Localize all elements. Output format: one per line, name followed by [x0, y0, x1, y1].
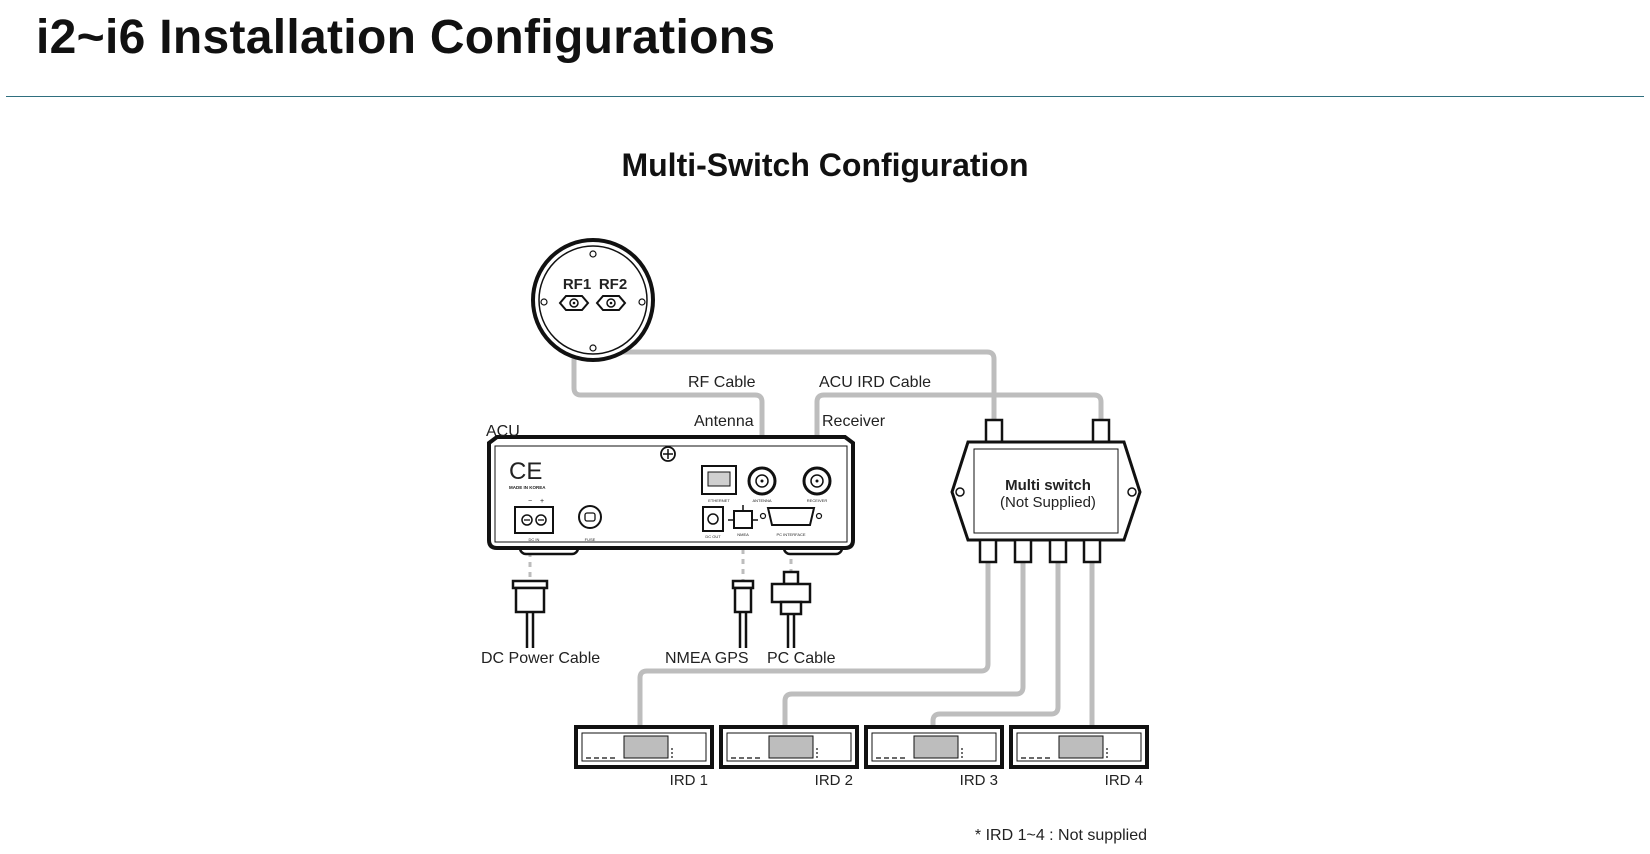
dc-out-port: DC OUT [702, 506, 724, 539]
acu-ird-cable [814, 392, 1104, 462]
ird-unit-4 [1009, 725, 1149, 769]
svg-text:+: + [540, 498, 544, 505]
rf1-label: RF1 [563, 276, 591, 293]
nmea-port: NMEA [728, 505, 758, 537]
antenna-base: RF1 RF2 [531, 238, 655, 362]
dc-power-plug [511, 579, 549, 648]
made-in-label: MADE IN KOREA [509, 485, 546, 490]
rf-cable-label: RF Cable [688, 374, 756, 391]
rf2-label: RF2 [599, 276, 627, 293]
fuse: FUSE [578, 505, 602, 542]
ird-unit-3 [864, 725, 1004, 769]
acu-unit: CE MADE IN KOREA − + DC IN FUSE ETHERNET [487, 435, 855, 556]
diagram-title: Multi-Switch Configuration [621, 147, 1029, 183]
antenna-label: Antenna [694, 413, 754, 430]
nmea-gps-plug [731, 579, 755, 648]
dc-in-terminal: − + DC IN [514, 498, 554, 542]
rf2-connector [595, 295, 627, 311]
dc-out-label: DC OUT [705, 534, 721, 539]
pc-cable-plug [770, 570, 812, 648]
page-title: i2~i6 Installation Configurations [36, 11, 776, 64]
title-divider [6, 96, 1644, 97]
rf1-connector [558, 295, 590, 311]
nmea-label: NMEA [737, 532, 749, 537]
ird1-cable [637, 560, 991, 727]
acu-receiver-port-label: RECEIVER [807, 498, 828, 503]
ird-unit-1 [574, 725, 714, 769]
dc-in-label: DC IN [529, 537, 540, 542]
cables [571, 309, 1104, 727]
acu-label: ACU [486, 423, 520, 440]
footnote: * IRD 1~4 : Not supplied [975, 827, 1147, 844]
ird2-cable [782, 560, 1026, 727]
plug-connectors [528, 539, 793, 580]
acu-receiver-port: RECEIVER [802, 466, 832, 503]
pc-interface-port: PC INTERFACE [759, 507, 823, 537]
multiswitch: Multi switch (Not Supplied) [950, 418, 1142, 564]
svg-text:−: − [528, 498, 532, 505]
pc-interface-label: PC INTERFACE [776, 532, 805, 537]
acu-ird-cable-label: ACU IRD Cable [819, 374, 931, 391]
rf-cable [571, 309, 765, 462]
ethernet-port: ETHERNET [701, 465, 737, 503]
nmea-gps-label: NMEA GPS [665, 650, 749, 667]
multiswitch-name: Multi switch [1005, 477, 1091, 494]
acu-antenna-port-label: ANTENNA [752, 498, 771, 503]
fuse-label: FUSE [585, 537, 596, 542]
ird-4-label: IRD 4 [1105, 772, 1143, 789]
ethernet-label: ETHERNET [708, 498, 730, 503]
ird3-cable [930, 560, 1061, 727]
rf2-cable [608, 309, 997, 420]
ird-3-label: IRD 3 [960, 772, 998, 789]
multiswitch-note: (Not Supplied) [1000, 494, 1096, 511]
ce-mark: CE [509, 458, 542, 485]
pc-cable-label: PC Cable [767, 650, 836, 667]
ird-unit-2 [719, 725, 859, 769]
dc-power-cable-label: DC Power Cable [481, 650, 600, 667]
ird-2-label: IRD 2 [815, 772, 853, 789]
ird-1-label: IRD 1 [670, 772, 708, 789]
acu-antenna-port: ANTENNA [747, 466, 777, 503]
receiver-label: Receiver [822, 413, 886, 430]
